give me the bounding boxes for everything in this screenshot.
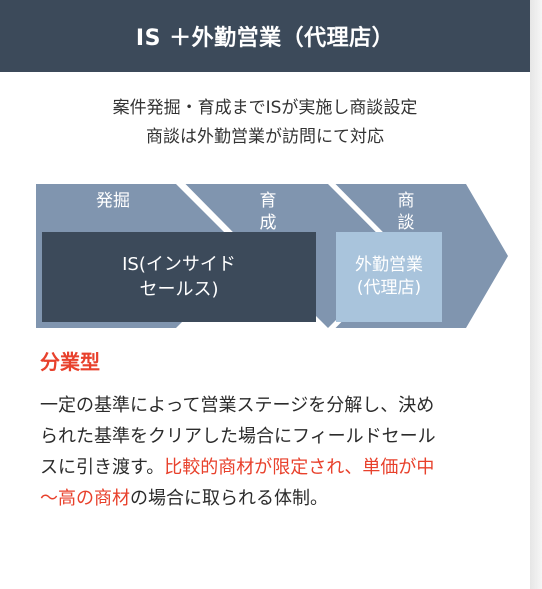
card-edge-shadow: [530, 0, 542, 589]
inside-sales-box: IS(インサイド セールス): [42, 232, 316, 322]
stage-label-discover: 発掘: [96, 191, 130, 211]
intro-line-1: 案件発掘・育成までISが実施し商談設定: [112, 98, 418, 118]
highlighted-text: 〜高の商材: [40, 488, 130, 509]
description-line-2: られた基準をクリアした場合にフィールドセール: [40, 421, 515, 452]
description-line-3: スに引き渡す。比較的商材が限定され、単価が中: [40, 452, 515, 483]
stage-label-nurture: 育成: [259, 191, 277, 232]
field-sales-line-1: 外勤営業: [355, 255, 423, 275]
description-line-4: 〜高の商材の場合に取られる体制。: [40, 483, 515, 514]
description-segment: の場合に取られる体制。: [130, 488, 328, 509]
description-segment: 一定の基準によって営業ステージを分解し、決め: [40, 395, 435, 416]
inside-sales-line-1: IS(インサイド: [122, 254, 236, 275]
description-line-1: 一定の基準によって営業ステージを分解し、決め: [40, 390, 515, 421]
description-segment: られた基準をクリアした場合にフィールドセール: [40, 426, 436, 447]
description-segment: スに引き渡す。: [40, 457, 165, 478]
description-text: 一定の基準によって営業ステージを分解し、決め られた基準をクリアした場合にフィー…: [40, 390, 515, 514]
field-sales-line-2: (代理店): [356, 278, 422, 298]
field-sales-box: 外勤営業 (代理店): [336, 232, 442, 322]
header-bar: IS ＋外勤営業（代理店）: [0, 0, 530, 72]
content-card: IS ＋外勤営業（代理店） 案件発掘・育成までISが実施し商談設定 商談は外勤営…: [0, 0, 530, 514]
highlighted-text: 比較的商材が限定され、単価が中: [164, 457, 435, 478]
stage-label-negotiation: 商談: [397, 191, 415, 232]
intro-text: 案件発掘・育成までISが実施し商談設定 商談は外勤営業が訪問にて対応: [0, 94, 530, 152]
intro-line-2: 商談は外勤営業が訪問にて対応: [146, 127, 384, 147]
section-title: 分業型: [40, 350, 100, 374]
sales-flow-diagram: 発掘 育成 商談 IS(インサイド セールス) 外勤営業 (代理店): [0, 180, 530, 330]
page-title: IS ＋外勤営業（代理店）: [135, 26, 395, 51]
inside-sales-line-2: セールス): [139, 279, 219, 300]
